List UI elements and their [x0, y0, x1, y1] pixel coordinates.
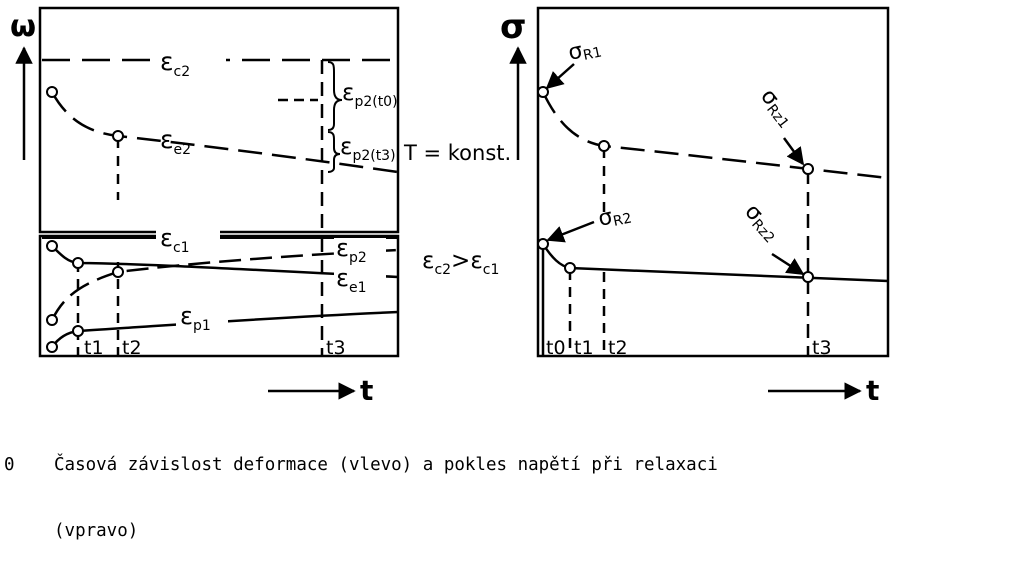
curve-ee1 — [51, 245, 399, 279]
right-tick-t2: t2 — [608, 337, 628, 359]
label-ep2-t3: εp2(t3) — [340, 134, 396, 164]
right-tick-t1: t1 — [574, 337, 594, 359]
label-ee2: εe2 — [160, 125, 191, 158]
label-ec2: εc2 — [154, 46, 226, 80]
caption-line-1: 0 Časová závislost deformace (vlevo) a po… — [4, 454, 1029, 476]
curve-sR2 — [541, 243, 889, 283]
left-x-axis-label: t — [360, 374, 373, 407]
arrow-sRz1 — [782, 137, 805, 166]
svg-text:εc1: εc1 — [160, 224, 190, 256]
point-ep1-start — [46, 341, 58, 353]
curve-ep1 — [50, 310, 399, 348]
right-tick-t3: t3 — [812, 337, 832, 359]
left-plot-upper-frame — [38, 6, 400, 234]
right-points — [537, 86, 814, 283]
label-ep1: εp1 — [176, 302, 228, 334]
point-sR1-t2 — [598, 140, 610, 152]
right-plot-frame — [536, 6, 890, 358]
point-ep2-t2 — [112, 266, 124, 278]
caption-text-1: Časová závislost deformace (vlevo) a pok… — [54, 455, 718, 475]
label-ee1: εe1 — [334, 264, 386, 296]
left-points — [46, 86, 124, 353]
point-sR1-start — [537, 86, 549, 98]
label-sRz2: σRz2 — [739, 199, 785, 246]
label-ep2: εp2 — [334, 234, 386, 266]
label-ec1: εc1 — [156, 224, 220, 256]
label-sR2: σR2 — [596, 201, 633, 233]
brace-ep2-t3 — [327, 131, 341, 173]
curve-sR1 — [541, 91, 889, 180]
figure-diagram: ω t εc2 εe2 εp2(t0) εp2(t3) εc1 εp2 εe1 — [10, 6, 890, 407]
temperature-label: T = konst. — [403, 141, 511, 165]
point-ee2-t2 — [112, 130, 124, 142]
svg-text:εe2: εe2 — [160, 125, 191, 158]
right-tick-t0: t0 — [546, 337, 566, 359]
arrow-sRz2 — [771, 252, 805, 276]
curve-ee2 — [50, 91, 399, 174]
svg-text:εc2: εc2 — [160, 47, 190, 80]
right-y-axis-label: σ — [500, 7, 526, 47]
point-sR2-t1 — [564, 262, 576, 274]
point-sR1-t3 — [802, 163, 814, 175]
point-sR2-start — [537, 238, 549, 250]
point-ee1-t1 — [72, 257, 84, 269]
point-ee1-start — [46, 240, 58, 252]
point-ep1-t1 — [72, 325, 84, 337]
label-sRz1: σRz1 — [754, 84, 799, 131]
curve-ep2 — [50, 248, 399, 321]
left-tick-t2: t2 — [122, 337, 142, 359]
caption-number: 0 — [4, 455, 15, 475]
caption-line-2: (vpravo) — [4, 520, 1029, 542]
svg-text:εp2(t0): εp2(t0) — [342, 80, 398, 110]
left-tick-t3: t3 — [326, 337, 346, 359]
right-plot — [509, 6, 890, 400]
svg-text:εp2: εp2 — [336, 234, 367, 266]
arrow-sR1 — [545, 63, 575, 90]
brace-ep2-t0 — [327, 61, 343, 131]
caption-text-2: (vpravo) — [54, 521, 139, 541]
left-y-axis-label: ω — [10, 9, 36, 44]
svg-text:εp1: εp1 — [180, 302, 211, 334]
label-sR1: σR1 — [566, 35, 603, 67]
svg-text:εp2(t3): εp2(t3) — [340, 134, 396, 164]
point-ee2-start — [46, 86, 58, 98]
point-sR2-t3 — [802, 271, 814, 283]
right-x-axis-label: t — [866, 374, 879, 407]
svg-text:εe1: εe1 — [336, 264, 367, 296]
label-ep2-t0: εp2(t0) — [342, 80, 398, 110]
strain-relation-label: εc2>εc1 — [422, 248, 499, 278]
point-ep2-start — [46, 314, 58, 326]
left-tick-t1: t1 — [84, 337, 104, 359]
figure-caption: 0 Časová závislost deformace (vlevo) a po… — [4, 410, 1029, 564]
arrow-sR2 — [546, 220, 595, 243]
